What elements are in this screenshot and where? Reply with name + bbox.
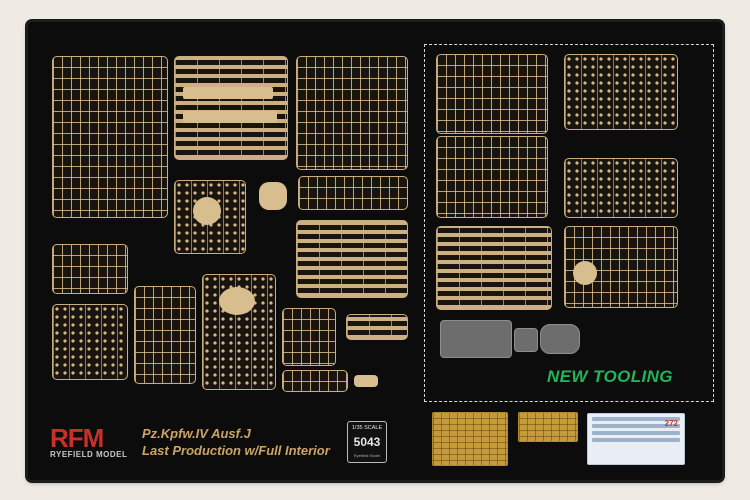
grey-mantlet-part [514,328,538,352]
sprue-new-2 [564,54,678,130]
logo-letters: RFM [50,423,104,453]
new-tooling-label: NEW TOOLING [547,367,673,386]
decal-row [592,438,680,442]
product-title-line1: Pz.Kpfw.IV Ausf.J [142,426,251,441]
sprue-i [346,314,408,340]
decal-number: 272 [664,419,678,428]
decal-row [592,417,680,421]
sprue-g [134,286,196,384]
sprue-turret [202,274,276,390]
decal-row [592,424,680,428]
sprue-a [52,56,168,218]
turret-ring [193,197,221,225]
grey-cupola-part [540,324,580,354]
hull-plate [183,87,273,99]
sprue-e [52,244,128,294]
sprue-c [298,176,408,210]
sprue-turret-small [174,180,246,254]
product-title-line2: Last Production w/Full Interior [142,443,330,458]
sprue-j [282,370,348,392]
sprue-h [282,308,336,366]
decal-row [592,431,680,435]
sprue-new-3 [436,136,548,218]
sprue-b [296,56,408,170]
sprue-new-5 [436,226,552,310]
sprue-new-4 [564,158,678,218]
turret-shell [259,182,287,210]
badge-footer: Ryefield Model [353,453,381,458]
decal-sheet: 272 [587,413,685,465]
sprue-f [52,304,128,380]
photo-etch-large [432,412,508,466]
sprue-new-1 [436,54,548,134]
turret-hatch [219,287,255,315]
scale-text: 1/35 SCALE [351,425,383,431]
gun-barrel [354,375,378,387]
scale-badge: 1/35 SCALE 5043 Ryefield Model [347,421,387,463]
sprue-hull [174,56,288,160]
sprue-d [296,220,408,298]
kit-number: 5043 [353,435,381,449]
black-background-board: NEW TOOLING RFM RYEFIELD MODEL Pz.Kpfw.I… [28,22,722,480]
hull-plate [183,111,277,123]
maker-name: RYEFIELD MODEL [50,450,128,459]
new-turret-ring [573,261,597,285]
grey-turret-part [440,320,512,358]
sprue-new-6 [564,226,678,308]
rfm-logo: RFM RYEFIELD MODEL [50,423,128,459]
photo-etch-small [518,412,578,442]
new-tooling-frame [424,44,714,402]
